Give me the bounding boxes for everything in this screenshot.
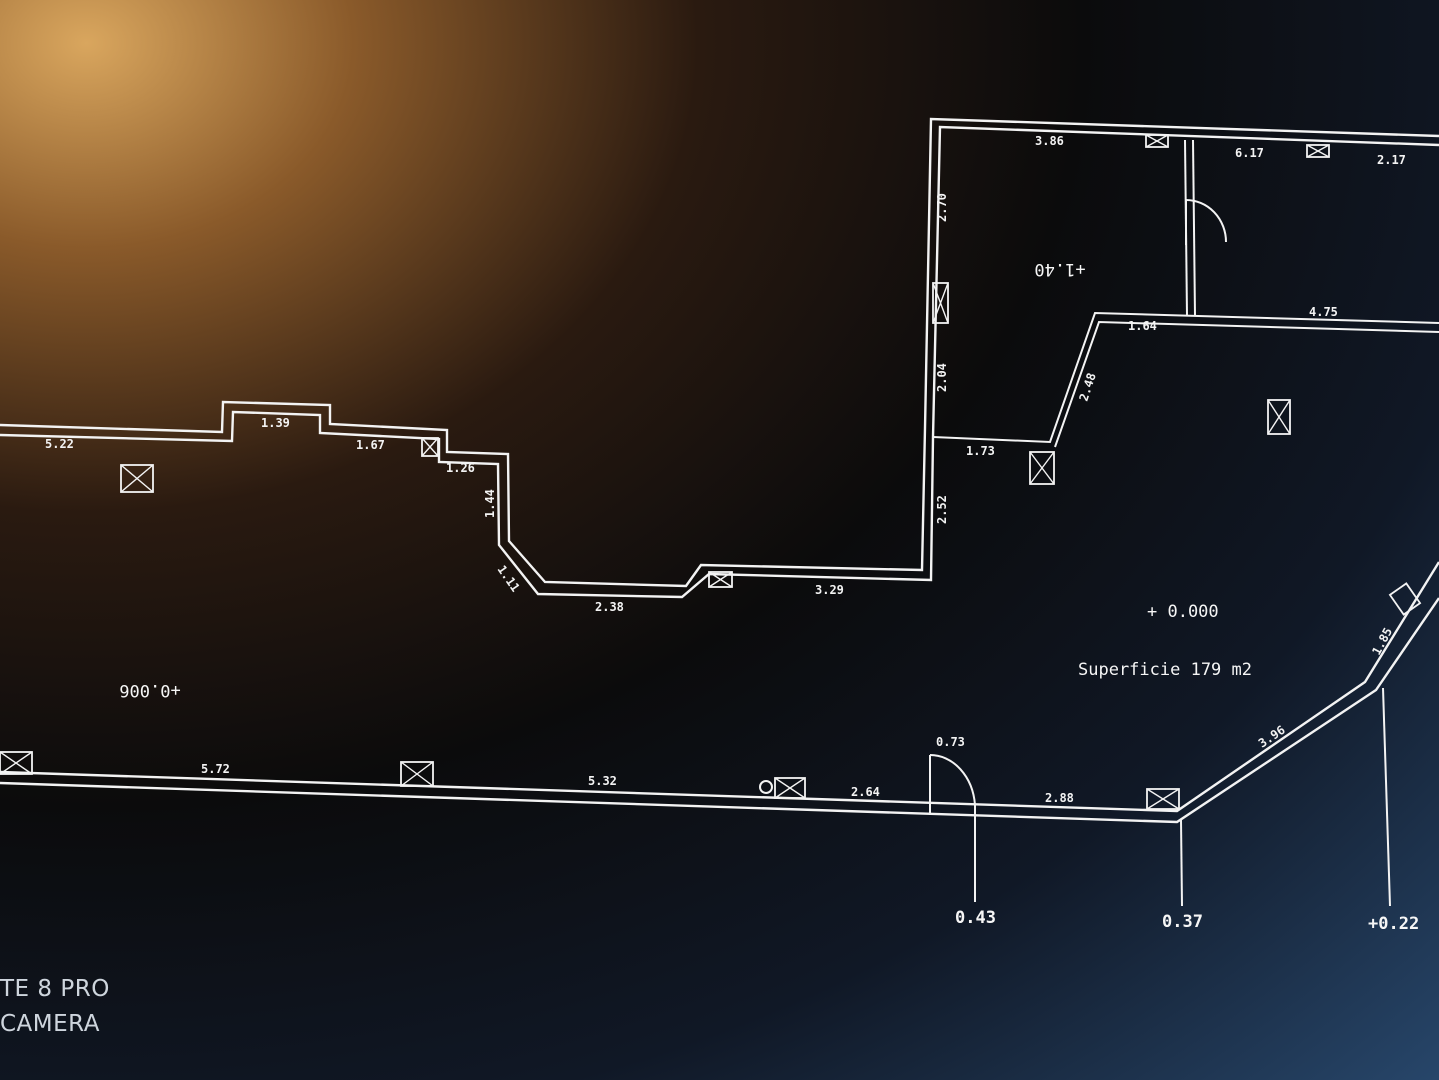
elevation-marker-1: 0.43 [955, 908, 996, 928]
window-marker-2 [421, 437, 439, 457]
dim-126: 1.26 [446, 461, 475, 475]
camera-watermark-line2: CAMERA [0, 1011, 100, 1037]
dim-139: 1.39 [261, 416, 290, 430]
window-marker-9 [1267, 399, 1291, 435]
dim-164: 1.64 [1128, 319, 1157, 333]
elevation-marker-3: +0.22 [1368, 914, 1419, 934]
window-marker-12 [1306, 144, 1330, 158]
elevation-main-room: + 0.000 [1147, 602, 1219, 622]
dim-270: 2.70 [935, 193, 949, 222]
dim-329: 3.29 [815, 583, 844, 597]
window-marker-13 [1388, 582, 1422, 616]
elevation-upper-room: +1.40 [1034, 259, 1085, 279]
dim-173: 1.73 [966, 444, 995, 458]
window-marker-4 [0, 751, 33, 775]
window-marker-3 [708, 571, 733, 588]
dim-532: 5.32 [588, 774, 617, 788]
window-marker-6 [774, 777, 806, 799]
dim-572: 5.72 [201, 762, 230, 776]
dim-264: 2.64 [851, 785, 880, 799]
dim-144: 1.44 [483, 489, 497, 518]
dim-617: 6.17 [1235, 146, 1264, 160]
dim-522: 5.22 [45, 437, 74, 451]
window-marker-10 [932, 282, 949, 324]
window-marker-7 [1146, 788, 1180, 810]
south-wall [0, 561, 1439, 824]
dim-288: 2.88 [1045, 791, 1074, 805]
dim-167: 1.67 [356, 438, 385, 452]
elevation-left-room: +0.006 [119, 680, 180, 700]
window-marker-1 [120, 464, 154, 493]
door-south [929, 753, 976, 815]
window-marker-11 [1145, 134, 1169, 148]
interior-walls [932, 139, 1439, 448]
dim-073: 0.73 [936, 735, 965, 749]
door-upper [1185, 199, 1227, 245]
window-marker-5 [400, 761, 434, 787]
dim-238: 2.38 [595, 600, 624, 614]
dim-217: 2.17 [1377, 153, 1406, 167]
elevation-leaders [974, 687, 1391, 907]
dim-204: 2.04 [935, 363, 949, 392]
elevation-marker-2: 0.37 [1162, 912, 1203, 932]
north-wall-left [0, 117, 1439, 599]
small-circle-marker [759, 780, 773, 794]
camera-watermark-line1: TE 8 PRO [0, 976, 110, 1002]
dim-386: 3.86 [1035, 134, 1064, 148]
dim-252: 2.52 [935, 495, 949, 524]
window-marker-8 [1029, 451, 1055, 485]
area-label: Superficie 179 m2 [1078, 660, 1252, 680]
dim-475: 4.75 [1309, 305, 1338, 319]
